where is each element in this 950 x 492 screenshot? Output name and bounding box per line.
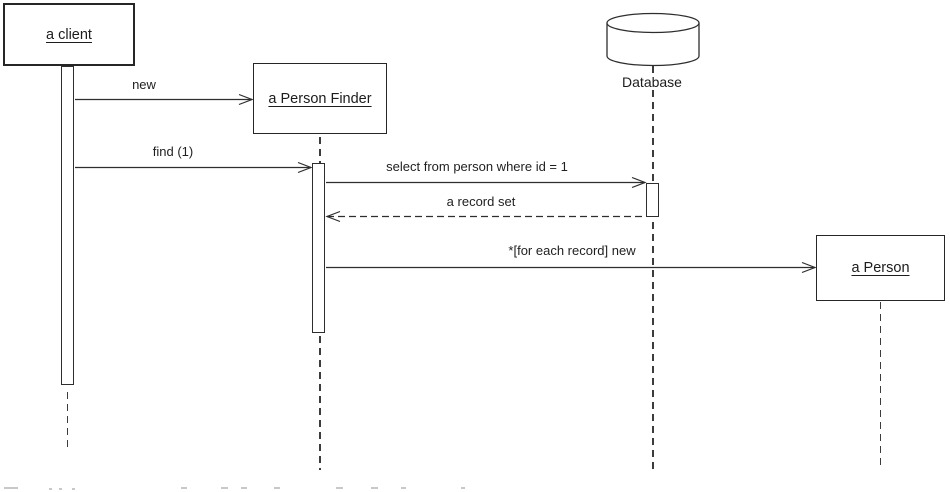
- clipped-caption-remnant: [49, 488, 52, 490]
- object-box-client: a client: [3, 3, 135, 66]
- activation-database: [646, 183, 659, 217]
- clipped-caption-remnant: [221, 487, 228, 489]
- clipped-caption-remnant: [401, 487, 406, 489]
- clipped-caption-remnant: [371, 487, 378, 489]
- message-arrow-new: [75, 93, 254, 106]
- object-label-client: a client: [46, 26, 92, 43]
- clipped-caption-remnant: [241, 487, 247, 489]
- lifeline-person-finder-lower: [319, 336, 321, 470]
- object-label-database: Database: [619, 74, 685, 90]
- message-label-select: select from person where id = 1: [384, 159, 570, 174]
- object-label-person: a Person: [851, 260, 910, 276]
- lifeline-person-finder-upper: [319, 137, 321, 163]
- message-label-for-each: *[for each record] new: [506, 243, 638, 258]
- clipped-caption-remnant: [59, 488, 62, 490]
- clipped-caption-remnant: [336, 487, 343, 489]
- object-box-person: a Person: [816, 235, 945, 301]
- activation-person-finder: [312, 163, 325, 333]
- message-arrow-select: [326, 176, 647, 189]
- activation-client: [61, 66, 74, 385]
- clipped-caption-remnant: [274, 487, 280, 489]
- database-cylinder-icon: [606, 12, 700, 67]
- clipped-caption-remnant: [461, 487, 465, 489]
- message-label-record-set: a record set: [444, 194, 518, 209]
- message-arrow-record-set: [325, 210, 646, 223]
- lifeline-client: [66, 392, 68, 452]
- message-label-find: find (1): [150, 144, 196, 159]
- clipped-caption-remnant: [181, 487, 187, 489]
- clipped-caption-remnant: [72, 488, 75, 490]
- object-label-person-finder: a Person Finder: [268, 90, 372, 107]
- clipped-caption-remnant: [4, 487, 18, 489]
- message-label-new: new: [130, 77, 158, 92]
- message-arrow-for-each: [326, 261, 817, 274]
- object-box-person-finder: a Person Finder: [253, 63, 387, 134]
- lifeline-person: [879, 302, 881, 470]
- message-arrow-find: [75, 161, 313, 174]
